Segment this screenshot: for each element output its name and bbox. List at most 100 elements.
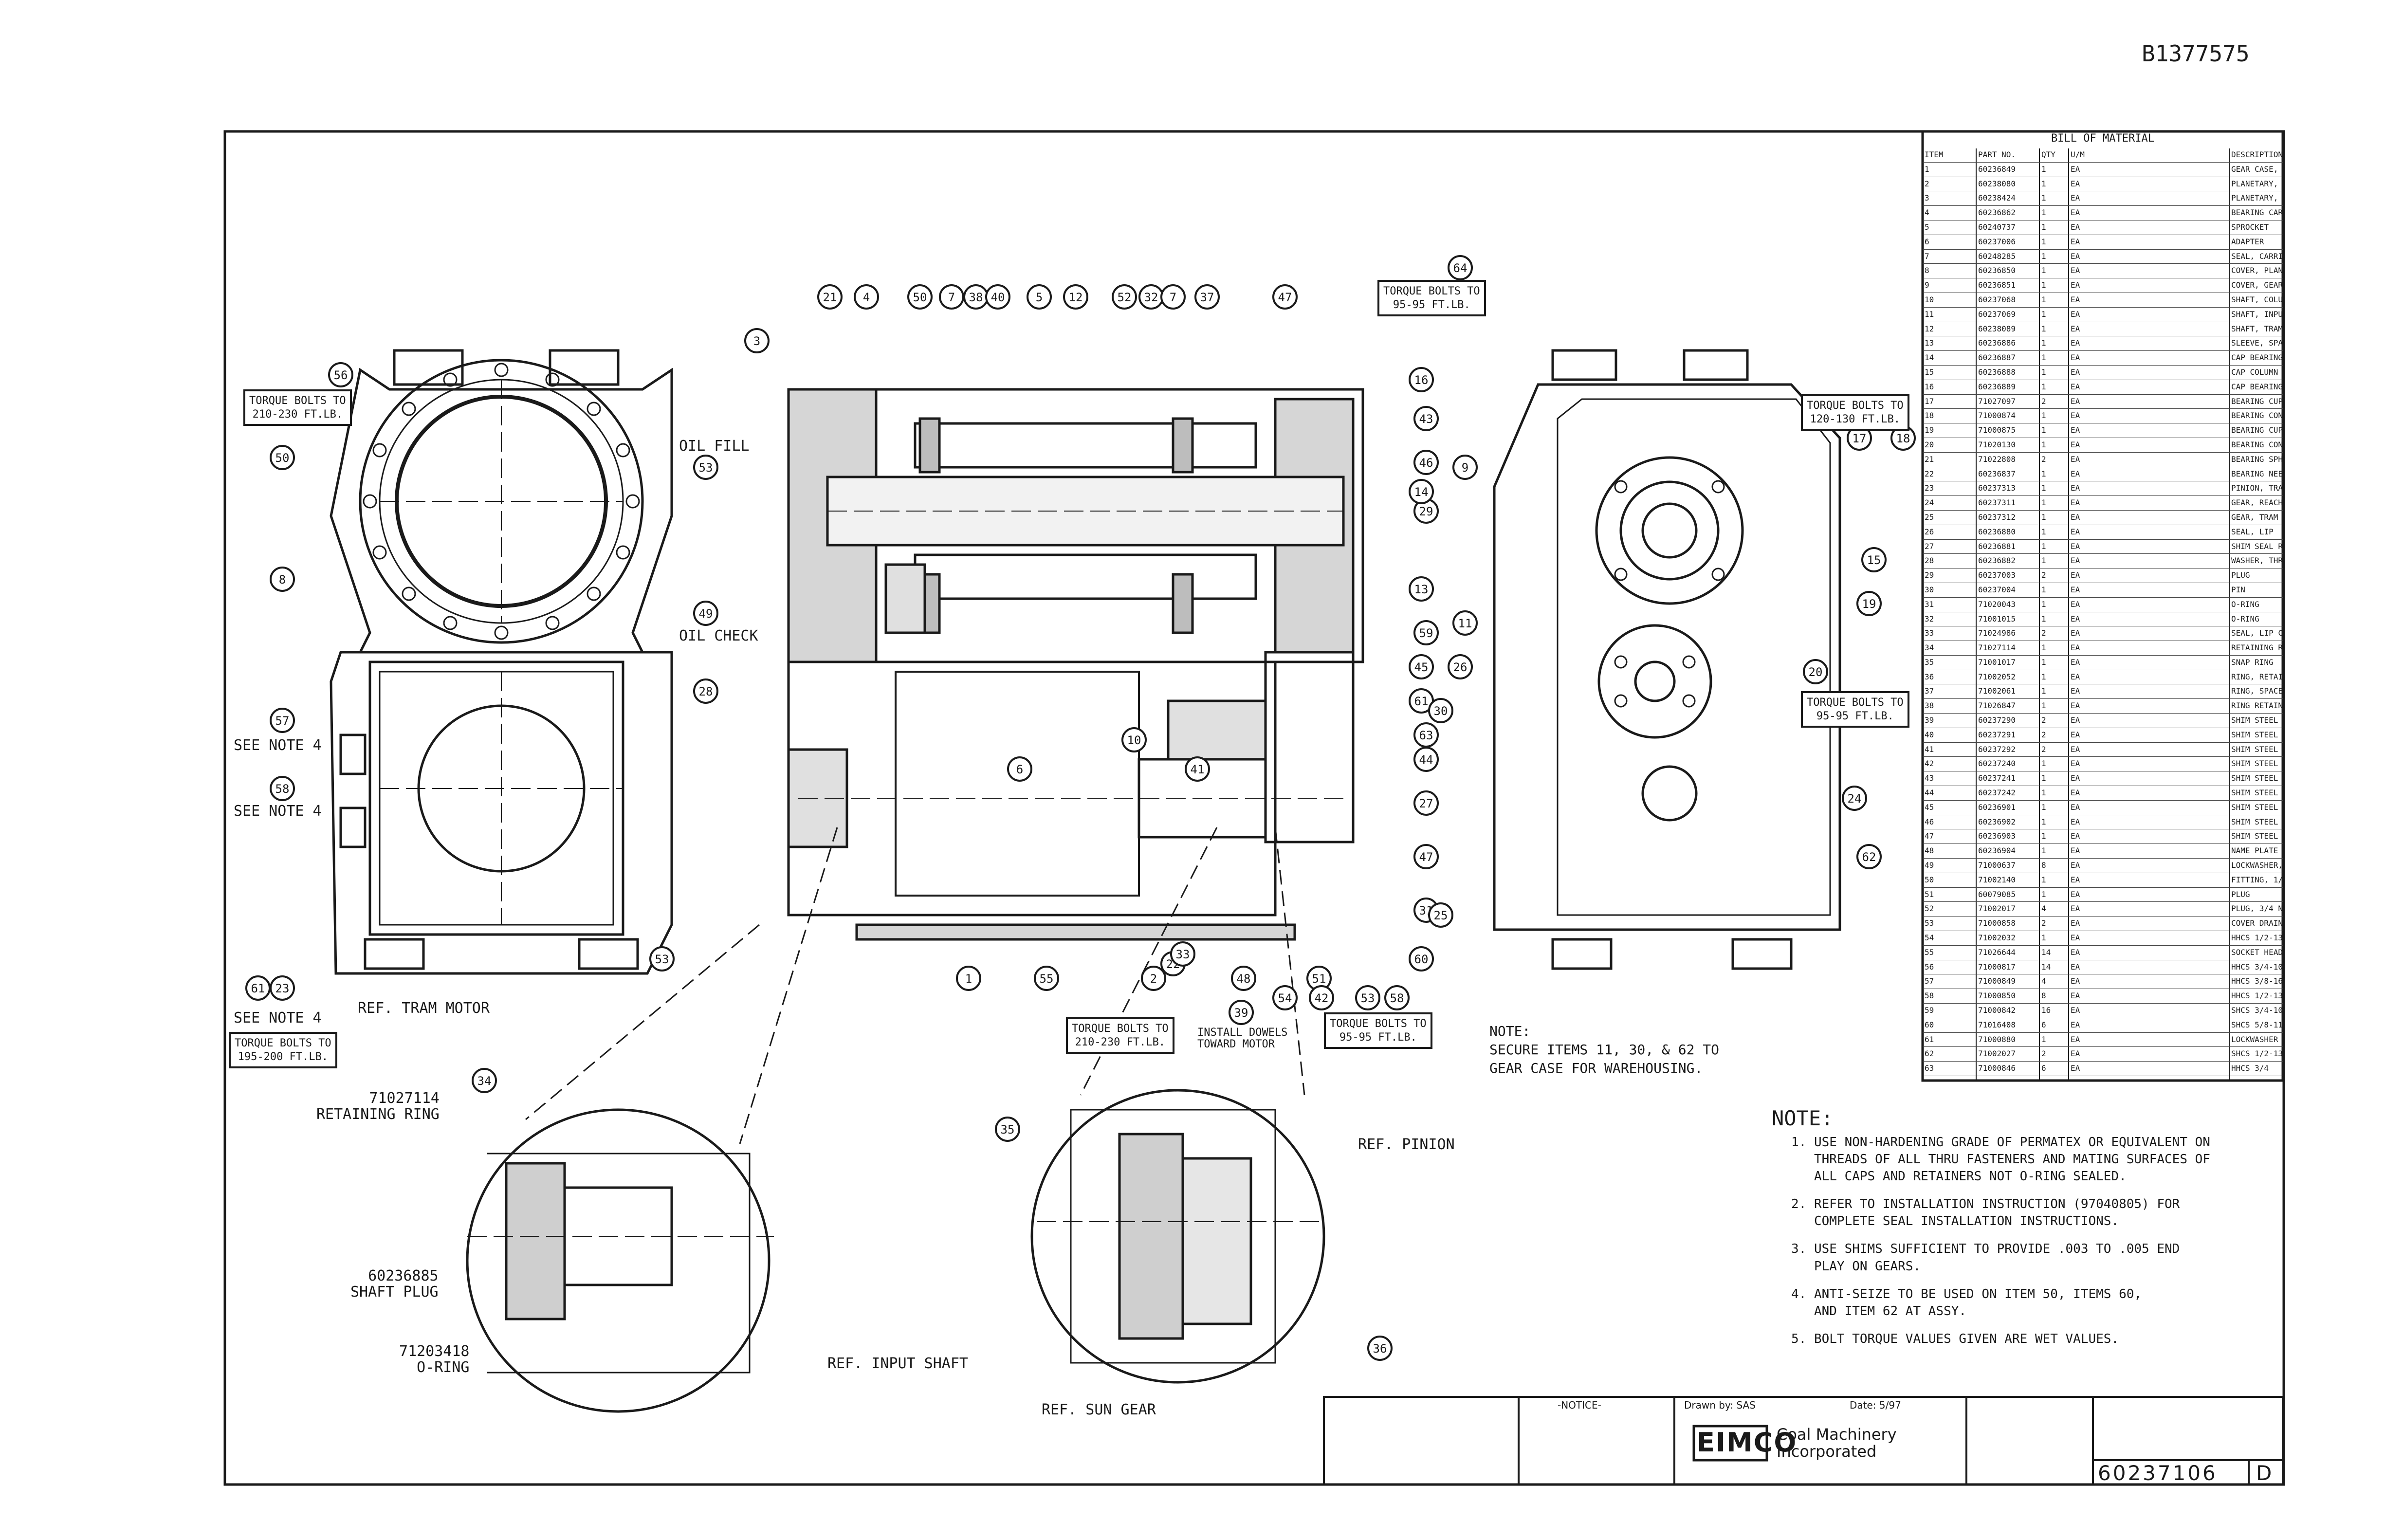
item-balloon-number: 50 [913,291,927,304]
bom-cell: 33 [1925,628,1934,638]
item-balloon-number: 17 [1853,432,1867,445]
ref-input-shaft-label: REF. INPUT SHAFT [827,1355,968,1372]
bom-cell: 1 [2041,788,2046,798]
bom-cell: PLUG, 3/4 NPT [2231,904,2283,914]
item-balloon [328,362,353,387]
item-balloon-number: 51 [1312,972,1326,986]
item-balloon-number: 4 [863,291,870,304]
bom-cell: 14 [2041,962,2051,972]
bom-cell: PLANETARY, PRIMARY [2231,179,2283,188]
bom-cell: COVER, GEAR CASE [2231,280,2283,290]
bom-cell: 1 [2041,294,2046,304]
item-balloon-number: 36 [1373,1342,1387,1356]
bom-cell: EA [2071,425,2080,435]
detail-view-pinion [1030,1089,1325,1384]
bom-cell: EA [2071,788,2080,798]
bom-cell: 39 [1925,715,1934,725]
bom-cell: 60238424 [1978,193,2016,203]
item-balloon-number: 28 [699,685,713,698]
item-balloon-number: 37 [1200,291,1214,304]
bom-cell: EA [2071,657,2080,667]
company-logo: EIMCO [1697,1427,1798,1458]
bom-cell: 60236888 [1978,367,2016,377]
see-note-label: SEE NOTE 4 [234,737,322,754]
bom-cell: 16 [2041,1006,2051,1015]
item-balloon [1229,1000,1254,1025]
bom-cell: PLANETARY, SECONDARY [2231,193,2283,203]
bom-cell: 2 [2041,918,2046,928]
bom-cell: SEAL, LIP [2231,527,2274,536]
bom-cell: 1 [2041,164,2046,174]
bom-cell: 2 [1925,179,1929,188]
bom-cell: 71002061 [1978,686,2016,696]
bom-cell: 49 [1925,861,1934,870]
bom-cell: 35 [1925,657,1934,667]
item-balloon [1413,450,1439,475]
item-balloon [1034,966,1059,991]
bom-cell: EA [2069,1076,2229,1081]
bom-cell: SHIM STEEL .005 [2231,759,2283,769]
bom-cell: EA [2071,280,2080,290]
bom-cell: 1 [2041,817,2046,826]
item-balloon [1413,790,1439,816]
ref-pinion-label: REF. PINION [1358,1136,1455,1153]
item-balloon-number: 6 [1016,763,1023,776]
bom-cell: 1 [2041,222,2046,232]
torque-callout: TORQUE BOLTS TO 195-200 FT.LB. [229,1032,337,1068]
bom-cell: 1 [2041,425,2046,435]
bom-cell: EA [2071,469,2080,478]
bom-cell: 17 [1925,396,1934,406]
item-balloon [270,445,295,470]
bom-cell: EA [2071,701,2080,711]
bom-cell: EA [2071,1034,2080,1044]
bom-cell: 4 [1925,208,1929,218]
item-balloon [693,455,718,480]
bom-cell: 60236880 [1978,527,2016,536]
bom-cell: 59 [1925,1006,1934,1015]
bom-cell: 1 [2041,585,2046,594]
bom-cell: SHAFT, TRAM DRIVE [2231,324,2283,333]
bom-cell: 25 [1925,512,1934,522]
bom-cell: GEAR, TRAM DRIVE [2231,512,2283,522]
item-balloon-number: 56 [334,368,348,382]
bom-cell: COVER DRAIN 1/2 [2231,918,2283,928]
item-balloon [1413,747,1439,772]
bom-cell: 2 [2041,396,2046,406]
item-balloon [1007,756,1032,782]
item-balloon-number: 34 [477,1074,492,1088]
revision-letter: D [2256,1461,2272,1485]
item-balloon-number: 12 [1069,291,1083,304]
item-balloon-number: 7 [1170,291,1176,304]
bom-cell: 4 [2041,976,2046,986]
item-balloon-number: 41 [1191,763,1205,776]
bom-cell: 6 [2041,1020,2046,1029]
note-item: 2. REFER TO INSTALLATION INSTRUCTION (97… [1791,1197,2180,1229]
bom-cell: 60236889 [1978,382,2016,391]
item-balloon [1170,941,1195,967]
item-balloon-number: 27 [1419,797,1433,810]
bom-cell: 5 [1925,222,1929,232]
bom-cell: EA [2071,889,2080,899]
item-balloon-number: 2 [1150,972,1157,986]
bom-cell: 8 [1925,266,1929,275]
bom-cell: EA [2071,193,2080,203]
item-balloon-number: 42 [1315,991,1329,1005]
ref-sun-gear-label: REF. SUN GEAR [1042,1401,1156,1418]
bom-cell: PLUG [2231,570,2250,580]
bom-cell: 63 [1925,1063,1934,1073]
item-balloon-number: 21 [823,291,837,304]
bom-cell: 60236837 [1978,469,2016,478]
bom-cell: EA [2071,353,2080,363]
bom-cell: 2 [2041,730,2046,739]
